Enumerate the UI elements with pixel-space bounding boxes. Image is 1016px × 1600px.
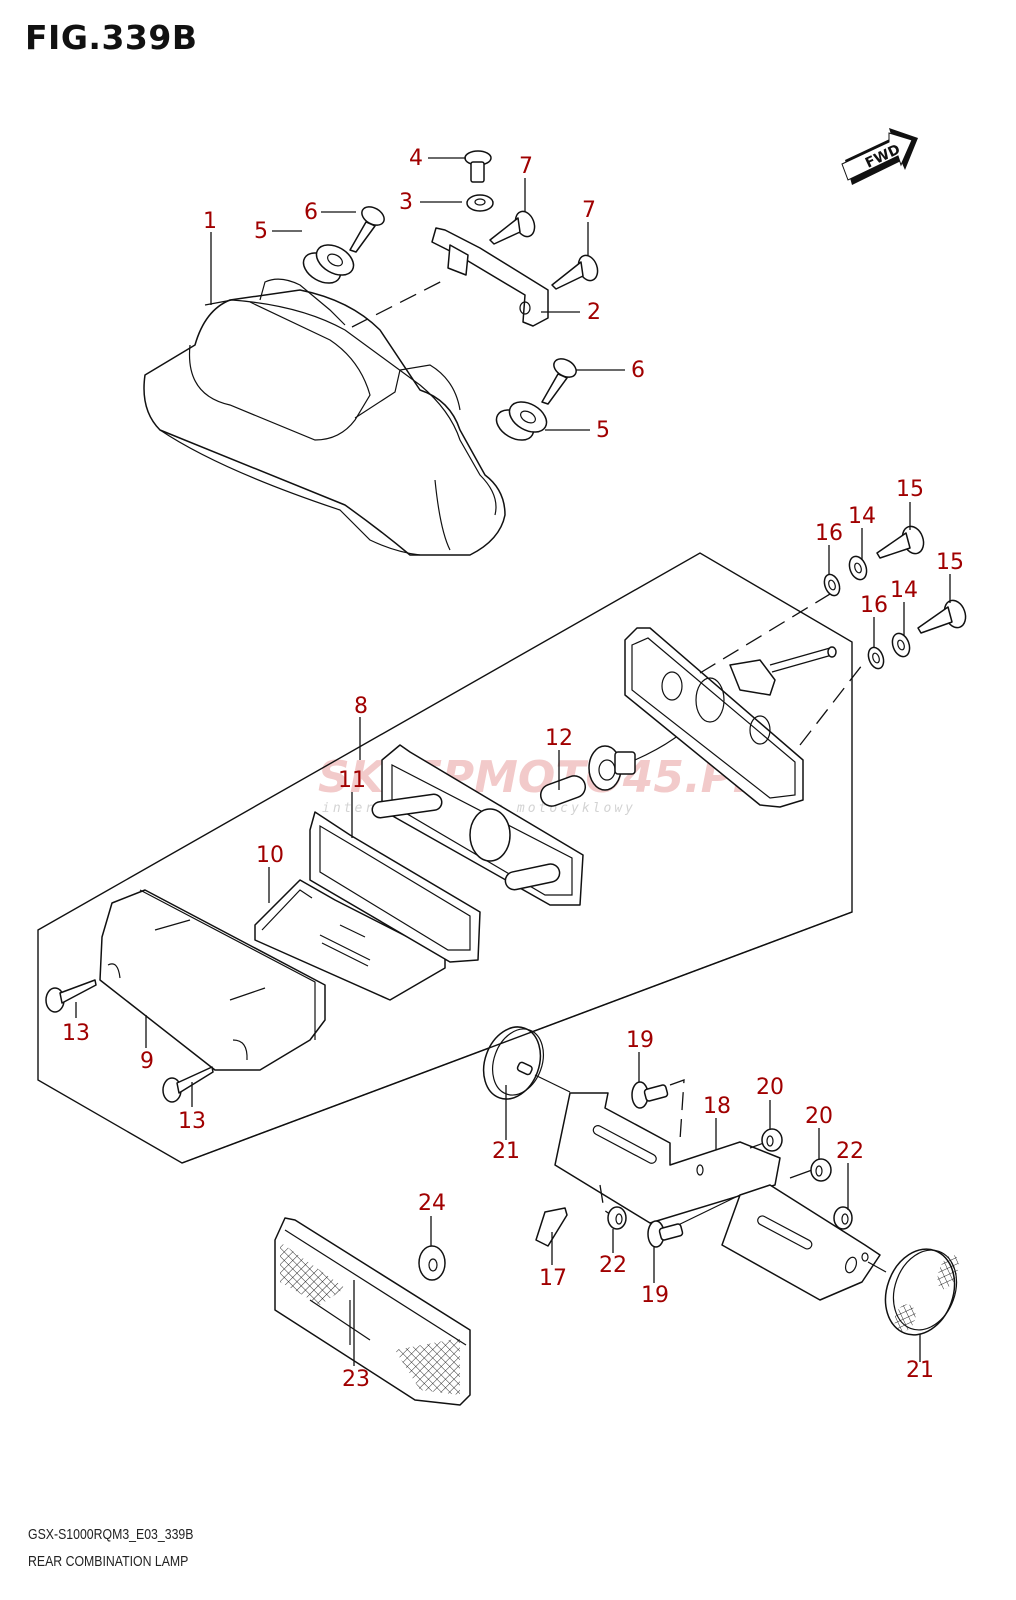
- callout-8[interactable]: 8: [354, 694, 368, 719]
- callout-14[interactable]: 14: [848, 504, 876, 529]
- part-14-washer: [891, 632, 911, 658]
- callout-21[interactable]: 21: [906, 1358, 934, 1383]
- callout-15[interactable]: 15: [896, 477, 924, 502]
- part-6-screw: [541, 358, 577, 405]
- part-2-bracket: [431, 227, 549, 327]
- part-21-round-reflector: [482, 1026, 544, 1100]
- callout-15[interactable]: 15: [936, 550, 964, 575]
- callout-19[interactable]: 19: [641, 1283, 669, 1308]
- callout-23[interactable]: 23: [342, 1367, 370, 1392]
- fwd-arrow-icon: FWD: [841, 128, 918, 185]
- part-22-nut: [607, 1206, 627, 1230]
- figure-title: FIG.339B: [25, 18, 198, 57]
- callout-5[interactable]: 5: [596, 418, 610, 443]
- part-20-nut: [810, 1158, 832, 1182]
- part-17-clip: [535, 1207, 568, 1247]
- part-6-screw: [349, 206, 385, 253]
- callout-6[interactable]: 6: [304, 200, 318, 225]
- callout-6[interactable]: 6: [631, 358, 645, 383]
- part-21-round-reflector: [884, 1248, 959, 1336]
- callout-7[interactable]: 7: [582, 198, 596, 223]
- part-1-housing: [143, 278, 506, 556]
- callout-3[interactable]: 3: [399, 190, 413, 215]
- callout-16[interactable]: 16: [860, 593, 888, 618]
- callout-24[interactable]: 24: [418, 1191, 446, 1216]
- part-13-screw: [45, 979, 97, 1013]
- part-15-screw: [917, 599, 967, 634]
- callout-10[interactable]: 10: [256, 843, 284, 868]
- callout-labels: 1 2 3 4 5 5 6 6 7 7 8 9 10 11 12 13 13 1…: [62, 146, 964, 1392]
- part-16-washer: [867, 646, 885, 670]
- callout-17[interactable]: 17: [539, 1266, 567, 1291]
- section-name: REAR COMBINATION LAMP: [28, 1553, 189, 1570]
- callout-19[interactable]: 19: [626, 1028, 654, 1053]
- callout-16[interactable]: 16: [815, 521, 843, 546]
- callout-22[interactable]: 22: [836, 1139, 864, 1164]
- part-8-lamp-body: [371, 744, 584, 906]
- part-22-nut: [833, 1206, 853, 1230]
- callout-13[interactable]: 13: [178, 1109, 206, 1134]
- part-7-screw: [489, 210, 536, 245]
- callout-4[interactable]: 4: [409, 146, 423, 171]
- part-18-bracket: [554, 1092, 781, 1224]
- part-19-bolt: [647, 1220, 684, 1248]
- model-code: GSX-S1000RQM3_E03_339B: [28, 1526, 194, 1543]
- part-11-gasket: [309, 811, 481, 963]
- part-4-screw: [464, 150, 492, 183]
- part-20-nut: [761, 1128, 783, 1152]
- part-15-screw: [876, 525, 925, 559]
- part-13-screw: [162, 1066, 214, 1103]
- callout-20[interactable]: 20: [756, 1075, 784, 1100]
- callout-13[interactable]: 13: [62, 1021, 90, 1046]
- part-14-washer: [848, 555, 868, 581]
- part-16-washer: [823, 573, 841, 597]
- callout-21[interactable]: 21: [492, 1139, 520, 1164]
- callout-12[interactable]: 12: [545, 726, 573, 751]
- callout-2[interactable]: 2: [587, 300, 601, 325]
- lamp-mounting-plate: [624, 627, 837, 808]
- part-18-bracket-lower: [721, 1184, 881, 1301]
- part-7-screw: [551, 254, 599, 290]
- part-10-reflector: [254, 879, 446, 1001]
- callout-9[interactable]: 9: [140, 1049, 154, 1074]
- callout-22[interactable]: 22: [599, 1253, 627, 1278]
- callout-11[interactable]: 11: [338, 768, 366, 793]
- part-24-nut: [418, 1245, 446, 1281]
- part-9-lens: [99, 889, 326, 1071]
- part-8-assembly-outline: [37, 552, 853, 1164]
- callout-5[interactable]: 5: [254, 219, 268, 244]
- callout-18[interactable]: 18: [703, 1094, 731, 1119]
- part-5-grommet: [495, 401, 548, 441]
- leader-lines: [75, 157, 951, 1366]
- part-23-rear-reflector: [274, 1217, 471, 1406]
- callout-7[interactable]: 7: [519, 154, 533, 179]
- callout-14[interactable]: 14: [890, 578, 918, 603]
- part-5-grommet: [302, 244, 355, 284]
- callout-20[interactable]: 20: [805, 1104, 833, 1129]
- part-19-bolt: [631, 1081, 669, 1109]
- callout-1[interactable]: 1: [203, 209, 217, 234]
- part-3-washer: [466, 194, 494, 212]
